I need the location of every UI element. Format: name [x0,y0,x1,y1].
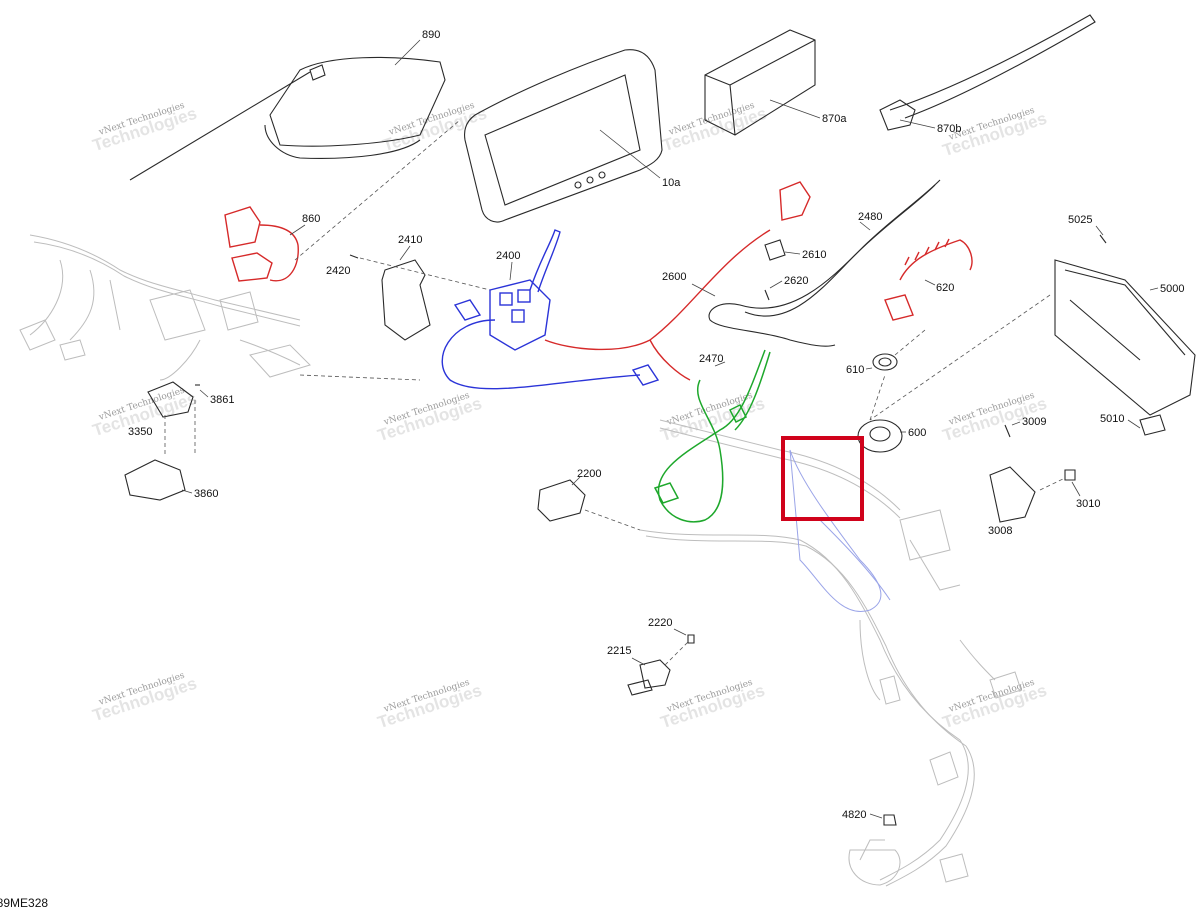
callout-2620[interactable]: 2620 [784,275,808,287]
callout-3008[interactable]: 3008 [988,525,1012,537]
callout-5010[interactable]: 5010 [1100,413,1124,425]
part-3350-bracket[interactable] [147,381,194,418]
callout-4820[interactable]: 4820 [842,809,866,821]
callout-10a[interactable]: 10a [662,177,681,189]
callout-600[interactable]: 600 [908,427,926,439]
callout-2220[interactable]: 2220 [648,617,672,629]
callout-3010[interactable]: 3010 [1076,498,1100,510]
part-2600-harness-red[interactable] [544,181,811,381]
part-2410-switch-cover[interactable] [381,259,431,341]
callout-2410[interactable]: 2410 [398,234,422,246]
callout-2470[interactable]: 2470 [699,353,723,365]
callout-870a[interactable]: 870a [822,113,847,125]
part-2400-switch-assembly[interactable] [441,229,660,390]
part-10a-display[interactable] [464,49,663,223]
callout-890[interactable]: 890 [422,29,440,41]
part-620-lanyard[interactable] [884,238,973,321]
callout-2600[interactable]: 2600 [662,271,686,283]
callout-5025[interactable]: 5025 [1068,214,1092,226]
selection-highlight-box[interactable] [781,436,864,521]
main-wiring-harness [19,234,1022,887]
part-3860-mount[interactable] [124,459,186,501]
callout-3861[interactable]: 3861 [210,394,234,406]
watermarks: Technologies vNext Technologies Technolo… [90,101,1049,733]
part-890-module-case[interactable] [129,56,446,181]
callout-610[interactable]: 610 [846,364,864,376]
callout-3350[interactable]: 3350 [128,426,152,438]
figure-code: 289ME328 [0,896,48,909]
callout-2480[interactable]: 2480 [858,211,882,223]
callout-3860[interactable]: 3860 [194,488,218,500]
callout-2400[interactable]: 2400 [496,250,520,262]
callout-2215[interactable]: 2215 [607,645,631,657]
part-4820-nut[interactable] [883,814,897,826]
part-2200-sensor[interactable] [537,479,586,522]
part-2470-harness-green[interactable] [653,349,771,523]
part-610-grommet[interactable] [872,353,898,371]
callout-860[interactable]: 860 [302,213,320,225]
part-2610-connector[interactable] [764,239,786,261]
callout-620[interactable]: 620 [936,282,954,294]
callout-3009[interactable]: 3009 [1022,416,1046,428]
part-870b-cable-tie[interactable] [879,14,1096,131]
callout-870b[interactable]: 870b [937,123,961,135]
callout-2420[interactable]: 2420 [326,265,350,277]
part-5000-module[interactable] [1054,259,1196,436]
part-600-key-switch[interactable] [857,419,903,453]
callout-2610[interactable]: 2610 [802,249,826,261]
part-2480-hose[interactable] [708,179,941,347]
part-870a-box[interactable] [704,29,816,136]
part-860-connector[interactable] [224,206,299,282]
part-3008-bracket[interactable] [989,466,1036,523]
callout-5000[interactable]: 5000 [1160,283,1184,295]
callout-2200[interactable]: 2200 [577,468,601,480]
part-2215-sensor-mount[interactable] [627,659,671,696]
